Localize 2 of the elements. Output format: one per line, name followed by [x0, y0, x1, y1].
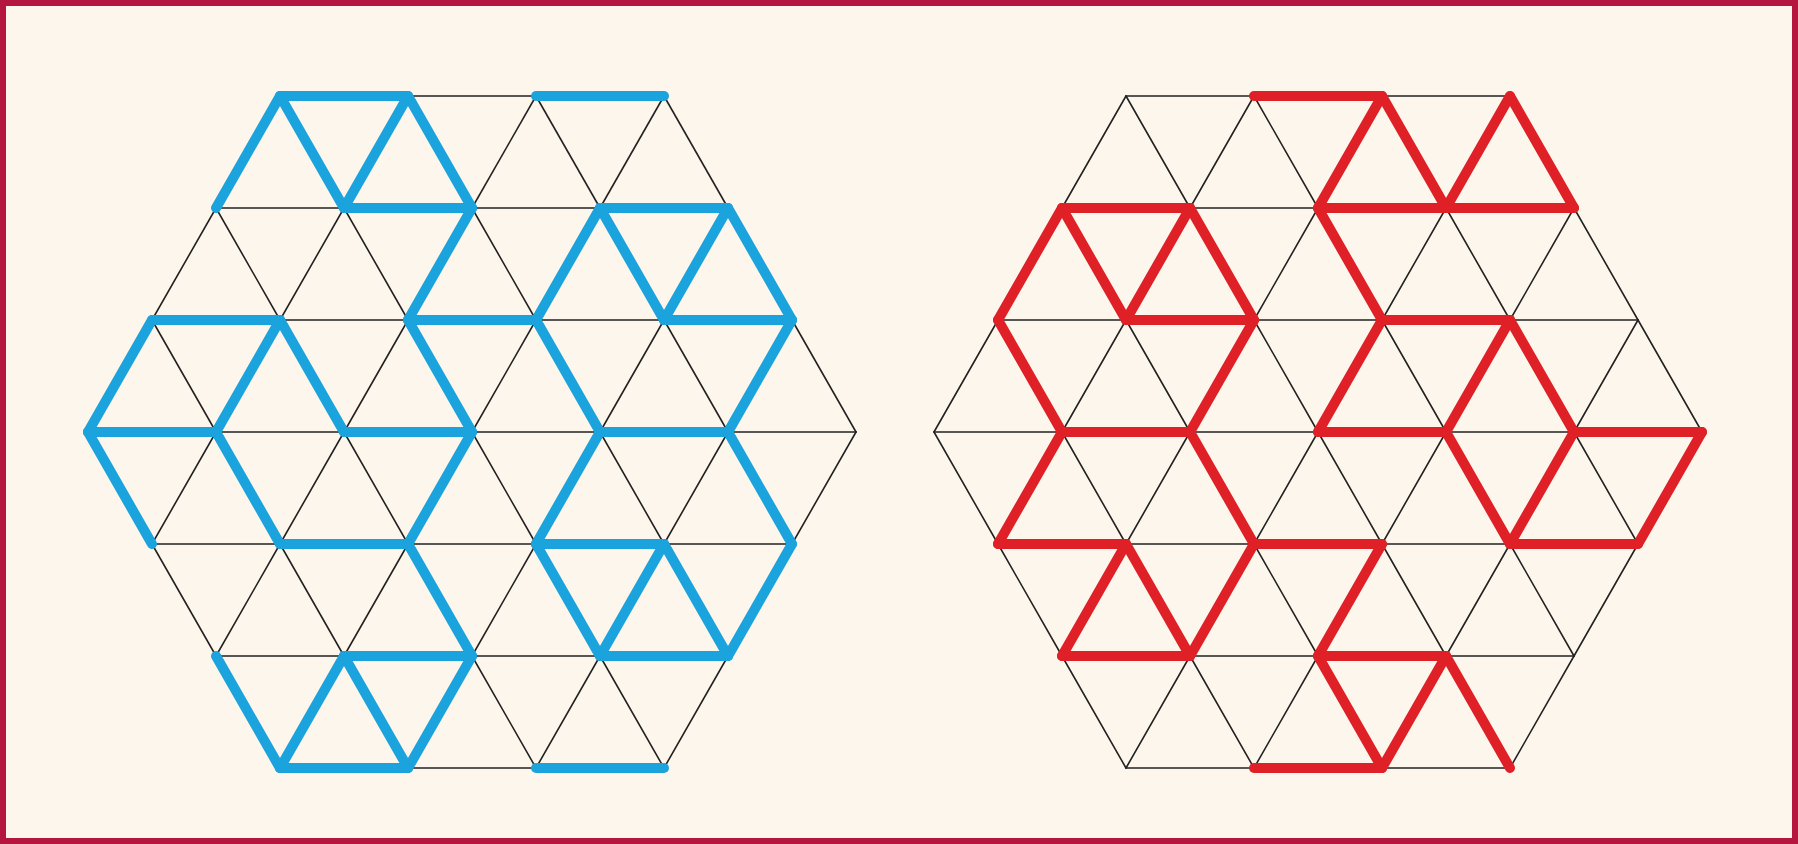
- triangle-grid-drawing: [933, 91, 1707, 773]
- triangle-grid-drawing: [83, 91, 857, 773]
